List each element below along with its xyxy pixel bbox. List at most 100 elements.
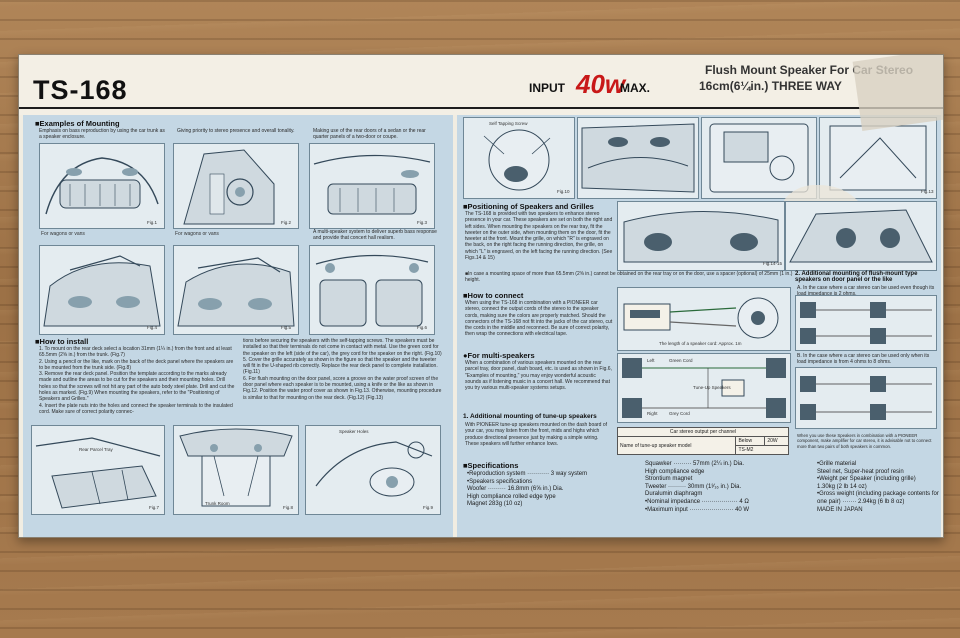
figure-6-multi: [309, 245, 435, 335]
spec-line: Magnet 283g (10 oz): [467, 501, 523, 508]
spec-line: Steel net, Super-heat proof resin: [817, 468, 904, 475]
cord-length-note: The length of a speaker cord: Approx. 1m: [659, 341, 742, 346]
wiring-case-b: [795, 367, 937, 429]
figure-13-waterproof: [819, 117, 937, 199]
spec-line: •Maximum input ······················ 40…: [645, 506, 750, 513]
spec-line: Woofer ········· 16.8mm (6⅝ in.) Dia.: [467, 486, 564, 493]
caption-wagons-2: For wagons or vans: [175, 231, 219, 237]
fig10-label: Fig.10: [557, 189, 570, 194]
fig5-label: Fig.5: [281, 325, 292, 330]
figure-9-template: [305, 425, 441, 515]
caption-wagons-1: For wagons or vans: [41, 231, 85, 237]
tune-up-speakers-label: Tune-Up Speakers: [693, 385, 731, 390]
figure-3-interior: [309, 143, 435, 229]
multi-heading: ●For multi-speakers: [463, 351, 535, 360]
figure-12-door-panel: [701, 117, 817, 199]
tuneup-text: With PIONEER tune-up speakers mounted on…: [465, 422, 608, 447]
figure-10-screw: [463, 117, 575, 199]
install-heading: ■How to install: [35, 337, 89, 346]
figure-15-door-layout: [785, 201, 937, 271]
connect-text: When using the TS-168 in combination wit…: [465, 300, 613, 338]
specs-heading: ■Specifications: [463, 461, 519, 470]
box-header: TS-168 INPUT 40w MAX. Flush Mount Speake…: [19, 55, 943, 115]
fig10-part-label: Self Tapping Screw: [489, 121, 528, 126]
wire-left-top: Left: [647, 358, 655, 363]
specs-col-1: •Reproduction system ··········· 3 way s…: [467, 471, 647, 509]
spec-line: •Weight per Speaker (including grille): [817, 476, 916, 483]
spec-line: High compliance edge: [645, 468, 705, 475]
wire-right-bottom: Right: [647, 411, 658, 416]
fig14-label: Fig.14-15: [763, 261, 783, 266]
model-title: TS-168: [33, 75, 128, 105]
spec-line: one pair) ······· 2.94kg (6 lb 8 oz): [817, 498, 905, 505]
power-rating: 40w: [576, 69, 626, 99]
box-corner-wear: [852, 55, 943, 132]
fig7-label: Fig.7: [149, 505, 160, 510]
spacer-text: ■In case a mounting space of more than 6…: [465, 271, 793, 284]
multi-wiring-diagram: [617, 353, 791, 423]
spec-line: 1.30kg (2 lb 14 oz): [817, 483, 867, 490]
fig7-part-label: Rear Parcel Tray: [79, 447, 113, 452]
fig6-label: Fig.6: [417, 325, 428, 330]
figure-11-grille: [577, 117, 699, 199]
fig1-label: Fig.1: [147, 220, 158, 225]
mounting-col3-text: Making use of the rear doors of a sedan …: [313, 128, 426, 141]
tuneup-model-table: Car stereo output per channel Name of tu…: [616, 427, 789, 455]
speaker-box-panel: TS-168 INPUT 40w MAX. Flush Mount Speake…: [18, 54, 944, 538]
wire-green-label: Green Cord: [669, 358, 693, 363]
multi-text: When a combination of various speakers m…: [465, 360, 612, 392]
spec-line: •Gross weight (including package content…: [817, 491, 939, 498]
spec-line: Tweeter ········· 30mm (1³⁄₁₆ in.) Dia.: [645, 483, 742, 490]
figure-2-door: [173, 143, 299, 229]
install-steps-1: 1. To mount on the rear deck select a lo…: [39, 346, 235, 415]
spec-line: •Reproduction system ··········· 3 way s…: [467, 471, 588, 477]
additional-b-text: B. In the case where a car stereo can be…: [797, 353, 930, 366]
table-col-below: Below: [735, 436, 766, 446]
spec-line: •Speakers specifications: [467, 478, 533, 485]
tuneup-heading: 1. Additional mounting of tune-up speake…: [463, 413, 597, 420]
table-head: Car stereo output per channel: [617, 427, 789, 437]
spec-line: Strontium magnet: [645, 476, 693, 483]
specs-col-2: Squawker ········· 57mm (2¼ in.) Dia.Hig…: [645, 461, 813, 514]
mounting-col2-text: Giving priority to stereo presence and o…: [177, 128, 295, 134]
positioning-text: The TS-168 is provided with two speakers…: [465, 211, 613, 262]
table-row-value: TS-M2: [735, 445, 789, 455]
additional-note: When you use these Speakers in combinati…: [797, 433, 932, 449]
figure-5-wagon-rear: [173, 245, 299, 335]
input-label: INPUT: [529, 81, 565, 95]
fig8-label: Fig.8: [283, 505, 294, 510]
spec-line: •Grille material: [817, 461, 857, 467]
mounting-col1-text: Emphasis on bass reproduction by using t…: [39, 128, 165, 141]
caption-multi-speaker: A multi-speaker system to deliver superb…: [313, 229, 437, 242]
spec-line: •Nominal impedance ·················· 4 …: [645, 498, 749, 505]
fig8-part-label: Trunk Room: [205, 501, 230, 506]
max-label: MAX.: [620, 81, 650, 95]
connect-heading: ■How to connect: [463, 291, 524, 300]
fig2-label: Fig.2: [281, 220, 292, 225]
table-col-watts: 20W: [764, 436, 789, 446]
figure-14-tray-layout: [617, 201, 785, 271]
fig9-part-label: Speaker Holes: [339, 429, 369, 434]
install-steps-2: tions before securing the speakers with …: [243, 338, 442, 401]
figure-4-wagon: [39, 245, 165, 335]
additional-heading: 2. Additional mounting of flush-mount ty…: [795, 271, 918, 283]
fig4-label: Fig.4: [147, 325, 158, 330]
fig9-label: Fig.9: [423, 505, 434, 510]
mounting-heading: ■Examples of Mounting: [35, 119, 120, 128]
fig13-label: Fig.13: [921, 189, 934, 194]
connection-diagram: [617, 287, 791, 351]
header-rule: [19, 107, 943, 109]
figure-8-trunk: [173, 425, 299, 515]
figure-1-rear-seat: [39, 143, 165, 229]
table-row-label: Name of tune-up speaker model: [616, 436, 737, 455]
figure-7-rear-deck: [31, 425, 165, 515]
wiring-case-a: [795, 295, 937, 351]
additional-a-text: A. In the case where a car stereo can be…: [797, 285, 935, 297]
fig3-label: Fig.3: [417, 220, 428, 225]
wire-grey-label: Grey Cord: [669, 411, 690, 416]
spec-line: MADE IN JAPAN: [817, 506, 863, 513]
spec-line: Squawker ········· 57mm (2¼ in.) Dia.: [645, 461, 745, 467]
spec-line: High compliance rolled edge type: [467, 493, 556, 500]
spec-line: Duralumin diaphragm: [645, 491, 703, 498]
